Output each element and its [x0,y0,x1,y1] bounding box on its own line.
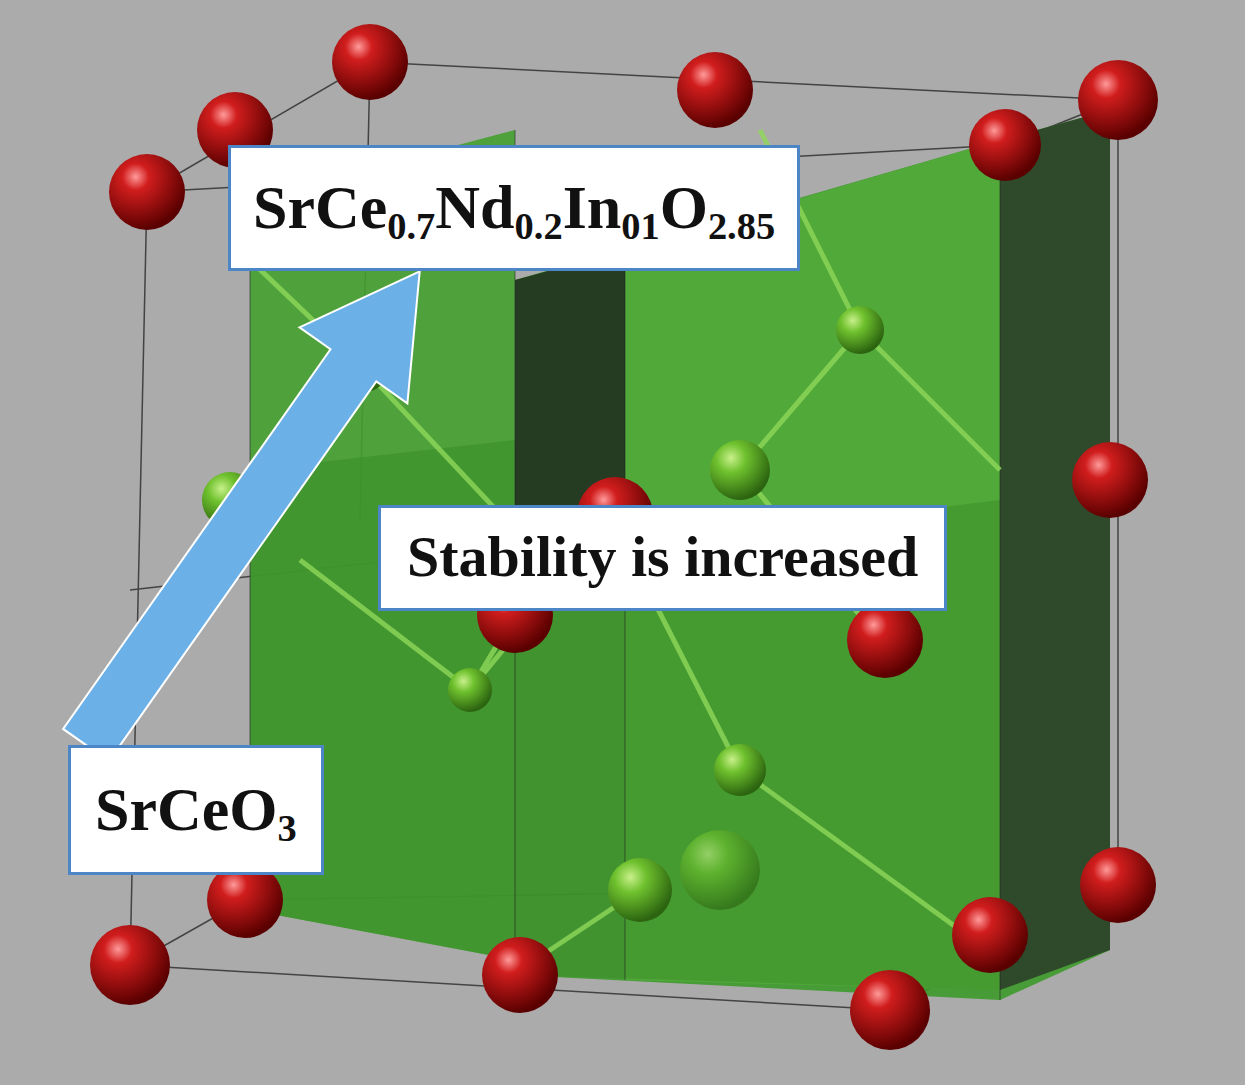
formula-box: SrCe0.7Nd0.2In01O2.85 [228,145,800,271]
formula-text: SrCe0.7Nd0.2In01O2.85 [253,170,775,244]
formula-box: SrCeO3 [68,745,324,875]
block-arrow [63,271,420,761]
formula-text: SrCeO3 [95,772,297,846]
formula-text: Stability is increased [407,522,918,592]
note-box: Stability is increased [378,505,947,611]
